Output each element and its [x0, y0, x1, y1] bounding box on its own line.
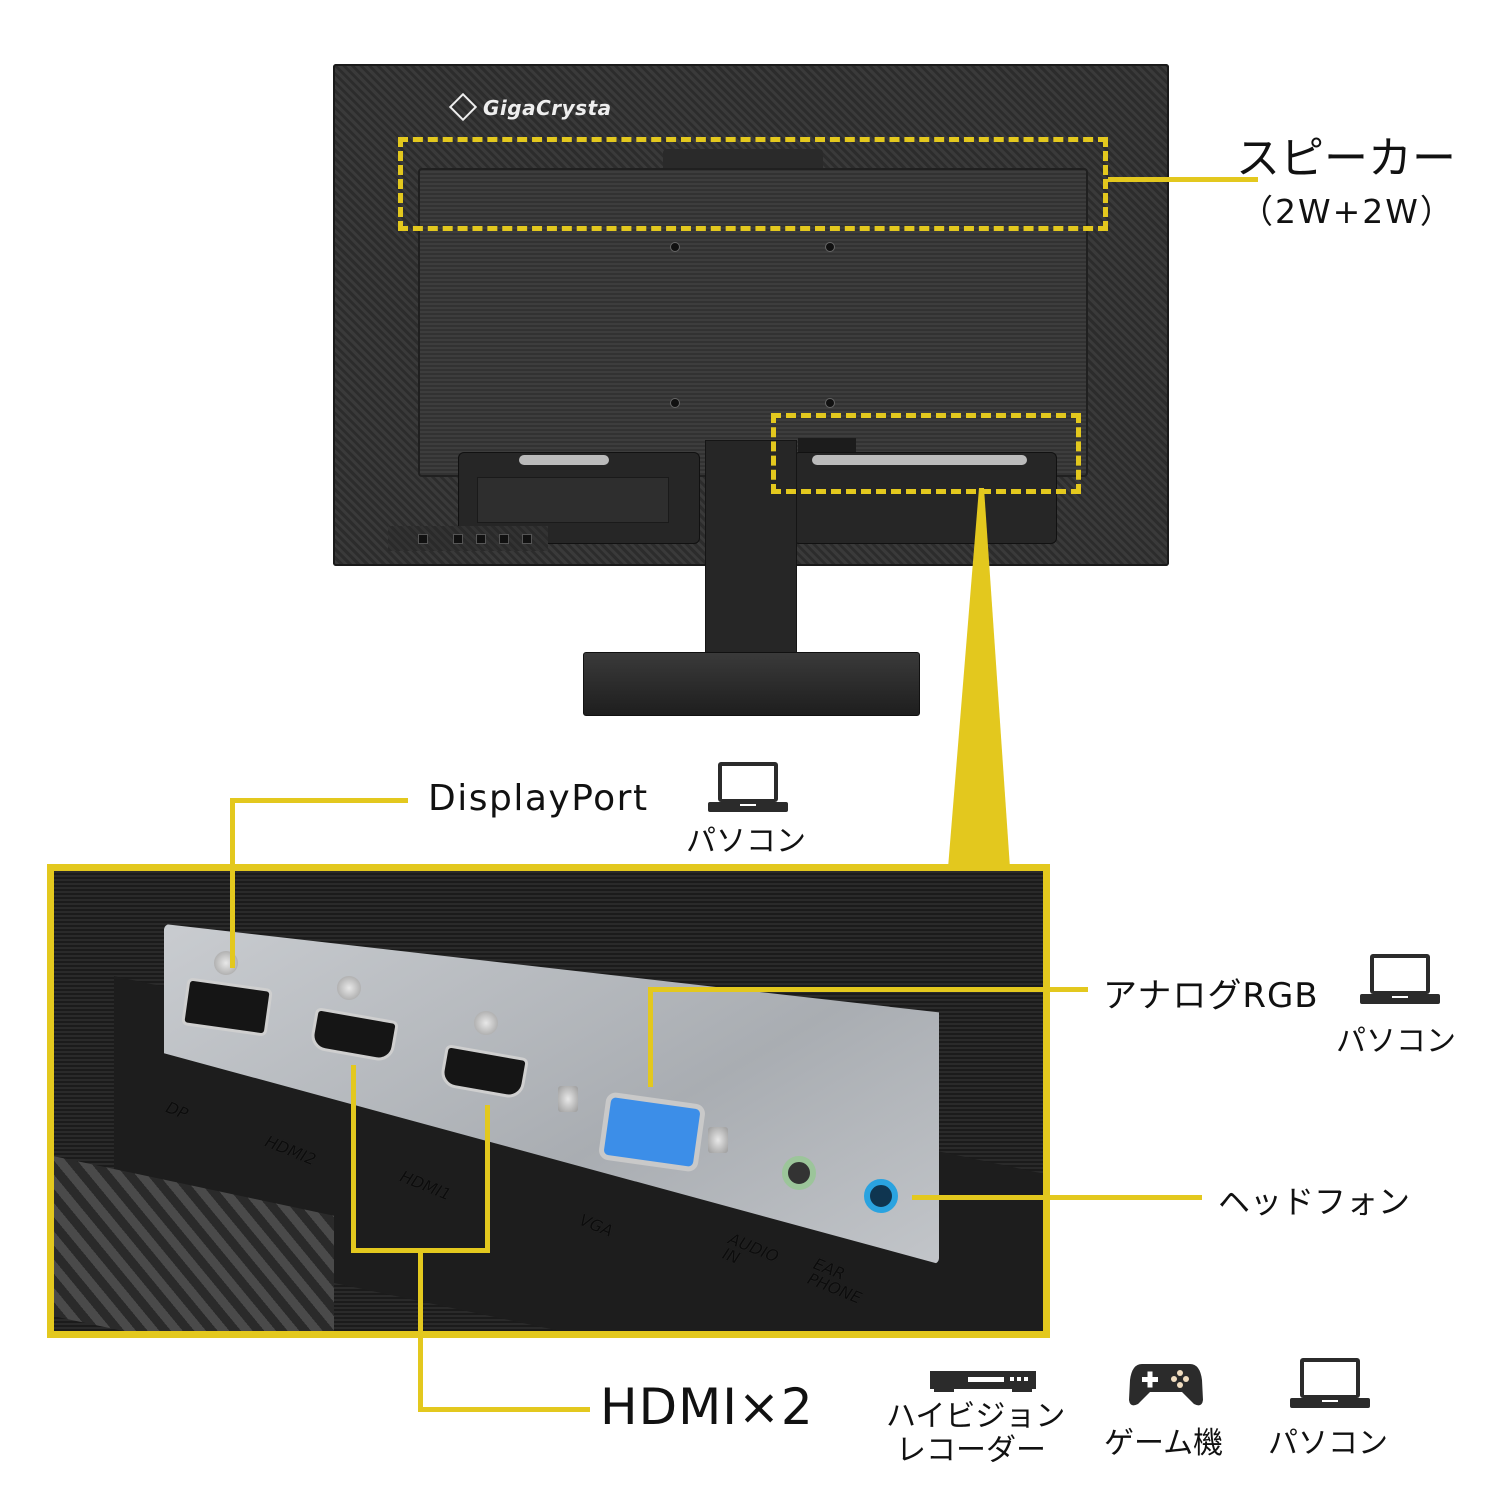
monitor-rear-image: GigaCrysta: [333, 64, 1169, 566]
speaker-label: スピーカー: [1236, 133, 1456, 184]
earphone-jack: [864, 1179, 898, 1213]
ports-highlight-box: [771, 413, 1081, 494]
vesa-screw: [670, 242, 680, 252]
speaker-highlight-box: [398, 137, 1108, 231]
ports-detail-image: DP HDMI2 HDMI1 VGA AUDIO IN EAR PHONE: [47, 864, 1050, 1338]
osd-button: [418, 534, 428, 544]
hdmi-label: HDMI×2: [600, 1378, 814, 1436]
brand-diamond-icon: [448, 92, 478, 122]
plate-screw: [337, 976, 361, 1000]
hdmi-connector-line: [485, 1105, 490, 1253]
brand-logo: GigaCrysta: [448, 92, 612, 122]
hdmi-connector-line: [351, 1065, 356, 1253]
recorder-icon: [930, 1371, 1036, 1392]
osd-button: [499, 534, 509, 544]
gamepad-icon: [1129, 1364, 1203, 1406]
osd-button: [453, 534, 463, 544]
hdmi-device-game: ゲーム機: [1104, 1426, 1224, 1461]
zoom-callout-wedge: [948, 488, 1010, 868]
speaker-spec: （2W+2W）: [1240, 192, 1455, 231]
plate-screw: [474, 1011, 498, 1035]
vesa-screw: [825, 398, 835, 408]
recorder-label-line1: ハイビジョン: [886, 1399, 1066, 1434]
speaker-connector-line: [1108, 177, 1258, 182]
displayport-connector-line: [230, 798, 235, 968]
stand-base: [583, 652, 920, 716]
io-plate: [812, 455, 1027, 465]
hdmi-connector-line: [418, 1248, 423, 1412]
vesa-screw: [670, 398, 680, 408]
io-plate: [519, 455, 609, 465]
analog-rgb-device-label: パソコン: [1336, 1024, 1456, 1059]
brand-logo-text: GigaCrysta: [483, 96, 612, 120]
displayport-connector-line: [230, 798, 408, 803]
vga-port: [597, 1091, 707, 1173]
analog-rgb-label: アナログRGB: [1103, 976, 1319, 1016]
vesa-screw: [825, 242, 835, 252]
displayport-label: DisplayPort: [428, 778, 649, 819]
headphone-connector-line: [912, 1195, 1202, 1200]
osd-button: [522, 534, 532, 544]
analog-rgb-connector-line: [648, 987, 653, 1087]
displayport-device-label: パソコン: [686, 824, 806, 859]
laptop-icon: [1360, 954, 1440, 1004]
laptop-icon: [1290, 1358, 1370, 1408]
headphone-label: ヘッドフォン: [1218, 1183, 1411, 1221]
vga-standoff: [558, 1086, 578, 1112]
osd-button: [476, 534, 486, 544]
recorder-label-line2: レコーダー: [896, 1433, 1046, 1468]
io-cover-panel: [477, 477, 669, 523]
hdmi-device-recorder: ハイビジョン レコーダー: [886, 1399, 1066, 1468]
laptop-icon: [708, 762, 788, 812]
vga-standoff: [708, 1127, 728, 1153]
io-cover-left: [458, 452, 700, 544]
io-cover-right: [793, 452, 1057, 544]
hdmi-device-pc: パソコン: [1268, 1426, 1388, 1461]
audio-in-jack: [782, 1156, 816, 1190]
hdmi-connector-line: [418, 1407, 590, 1412]
analog-rgb-connector-line: [648, 987, 1088, 992]
osd-buttons: [388, 526, 548, 551]
